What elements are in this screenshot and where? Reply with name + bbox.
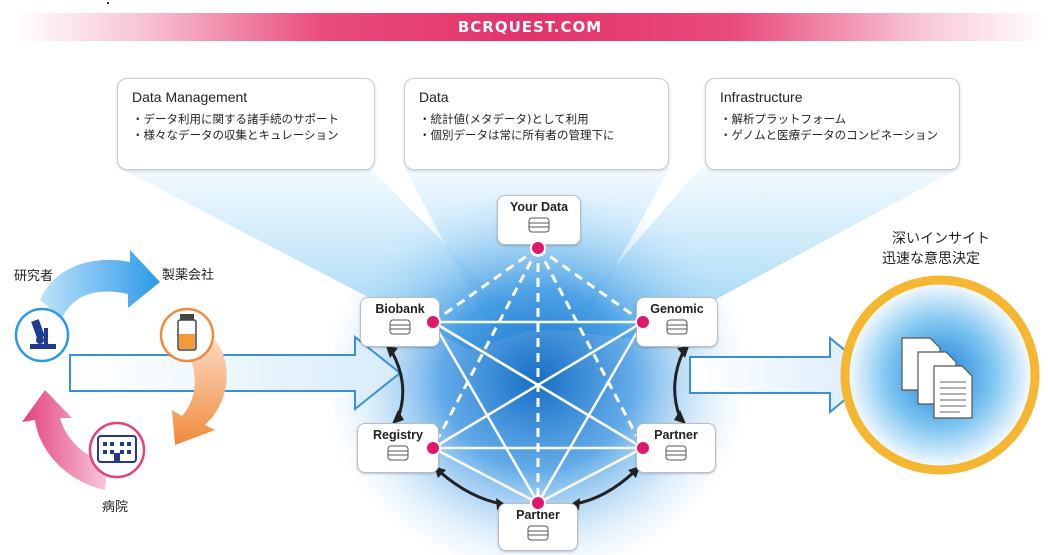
- database-icon: [528, 217, 550, 233]
- node-partner-right[interactable]: Partner: [636, 423, 716, 473]
- node-label: Partner: [654, 428, 698, 442]
- hospital-circle: [88, 421, 146, 479]
- callout-data-management: Data Management データ利用に関する諸手続のサポート 様々なデータ…: [117, 78, 375, 170]
- node-your-data[interactable]: Your Data: [497, 195, 581, 245]
- banner-text: BCRQUEST.COM: [457, 18, 603, 36]
- flow-arrow-left: [69, 334, 402, 412]
- vial-circle: [159, 307, 215, 363]
- callout-data: Data 統計値(メタデータ)として利用 個別データは常に所有者の管理下に: [404, 78, 669, 170]
- node-partner-bottom[interactable]: Partner: [498, 503, 578, 551]
- database-icon: [666, 319, 688, 335]
- outcome-circle: [840, 275, 1040, 475]
- node-genomic[interactable]: Genomic: [636, 297, 718, 347]
- node-registry[interactable]: Registry: [357, 423, 439, 473]
- node-label: Biobank: [375, 302, 425, 316]
- node-label: Genomic: [650, 302, 704, 316]
- node-biobank[interactable]: Biobank: [360, 297, 440, 347]
- database-icon: [665, 445, 687, 461]
- cycle-arrows: [22, 250, 227, 490]
- node-label: Registry: [372, 428, 424, 442]
- outcome-line2: 迅速な意思決定: [882, 251, 980, 267]
- label-researcher: 研究者: [14, 269, 54, 284]
- microscope-circle: [14, 307, 70, 363]
- database-icon: [527, 525, 549, 541]
- callout-title: Infrastructure: [720, 89, 803, 105]
- label-pharma: 製薬会社: [162, 268, 215, 283]
- database-icon: [389, 319, 411, 335]
- callout-item: 個別データは常に所有者の管理下に: [419, 127, 654, 143]
- callout-item: データ利用に関する諸手続のサポート: [132, 111, 360, 127]
- callout-item: 様々なデータの収集とキュレーション: [132, 127, 360, 143]
- stray-dot: [107, 2, 109, 4]
- callout-infrastructure: Infrastructure 解析プラットフォーム ゲノムと医療データのコンビネ…: [705, 78, 960, 170]
- callout-title: Data Management: [132, 89, 248, 105]
- callout-title: Data: [419, 89, 449, 105]
- callout-item: 統計値(メタデータ)として利用: [419, 111, 654, 127]
- network-dashed-edges: [431, 246, 645, 503]
- outcome-line1: 深いインサイト: [892, 231, 990, 247]
- label-hospital: 病院: [102, 500, 129, 515]
- site-banner[interactable]: BCRQUEST.COM: [15, 13, 1045, 41]
- callout-item: ゲノムと医療データのコンビネーション: [720, 127, 945, 143]
- callout-item: 解析プラットフォーム: [720, 111, 945, 127]
- database-icon: [387, 445, 409, 461]
- node-label: Partner: [516, 508, 560, 522]
- exchange-arrows: [390, 351, 685, 506]
- node-label: Your Data: [509, 200, 569, 214]
